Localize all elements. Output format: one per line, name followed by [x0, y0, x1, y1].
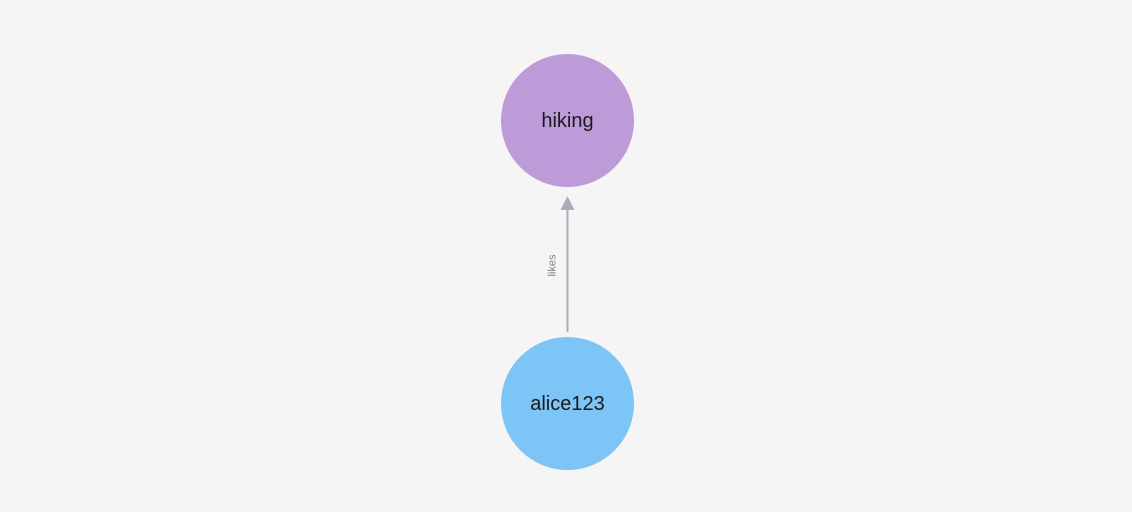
edge-label-likes: likes — [546, 254, 559, 277]
node-label-alice123: alice123 — [530, 392, 605, 415]
graph-node-hiking[interactable]: hiking — [501, 54, 634, 187]
node-label-hiking: hiking — [541, 109, 594, 132]
graph-node-alice123[interactable]: alice123 — [501, 337, 634, 470]
